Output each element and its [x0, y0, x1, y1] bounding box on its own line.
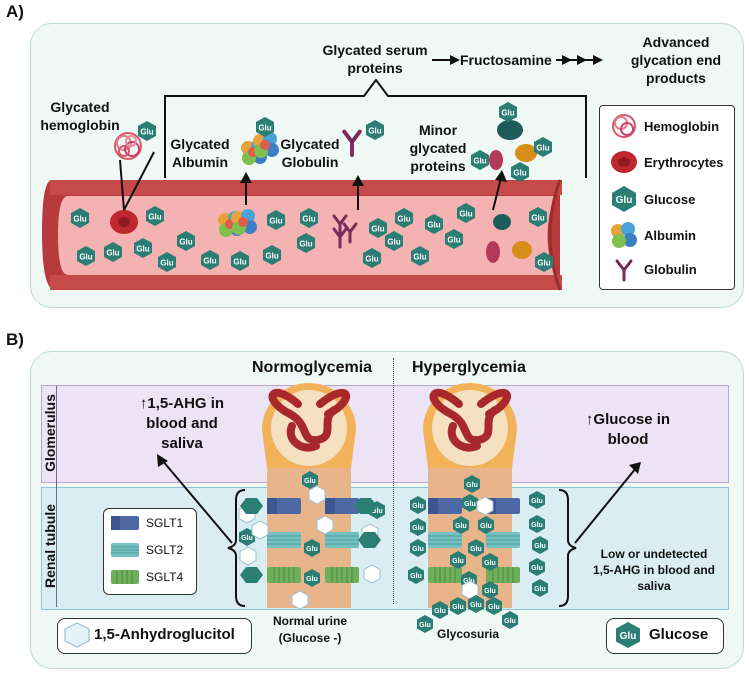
- globulin-icon: [615, 259, 633, 282]
- hyperglycemia-heading: Hyperglycemia: [412, 359, 526, 376]
- anhydroglucitol-icon: [64, 622, 90, 648]
- low-ahg-text: Low or undetected 1,5-AHG in blood and s…: [593, 547, 715, 593]
- sglt4-label: SGLT4: [146, 570, 184, 584]
- legend-label-hemoglobin: Hemoglobin: [644, 119, 720, 134]
- svg-text:Glu: Glu: [620, 631, 637, 642]
- glucose-legend-label: Glucose: [649, 626, 709, 643]
- panel-b-illustration: Glu: [157, 382, 641, 633]
- band-label-divider: [56, 386, 57, 607]
- glycated-albumin-label: Glycated Albumin: [170, 136, 230, 170]
- panel-a-legend-icons: Glu: [611, 114, 637, 282]
- sglt-legend-icons: [111, 516, 139, 584]
- glucose-icon: Glu: [616, 622, 640, 648]
- panel-b-label: B): [6, 330, 24, 349]
- anhydroglucitol-label: 1,5-Anhydroglucitol: [94, 626, 235, 643]
- panel-a-label: A): [6, 2, 24, 21]
- legend-label-glucose: Glucose: [644, 192, 696, 207]
- normoglycemia-heading: Normoglycemia: [252, 359, 373, 376]
- sglt2-icon: [111, 543, 139, 557]
- erythrocyte-icon: [611, 151, 637, 173]
- advanced-glycation-label: Advanced glycation end products: [630, 34, 722, 86]
- legend-label-globulin: Globulin: [644, 262, 697, 277]
- hemoglobin-icon: [612, 114, 636, 138]
- legend-label-albumin: Albumin: [644, 228, 696, 243]
- normal-urine-text: Normal urine (Glucose -): [272, 614, 347, 645]
- minor-glycated-proteins-label: Minor glycated proteins: [409, 122, 467, 174]
- sglt1-label: SGLT1: [146, 516, 184, 530]
- glycated-hemoglobin-label: Glycated hemoglobin: [40, 99, 120, 133]
- panel-a-illustration: Glu: [42, 55, 603, 291]
- ahg-increase-text: ↑1,5-AHG in blood and saliva: [139, 395, 225, 452]
- fructosamine-label: Fructosamine: [460, 52, 552, 68]
- legend-label-erythrocytes: Erythrocytes: [644, 155, 724, 170]
- sglt4-icon: [111, 570, 139, 584]
- albumin-icon: [611, 222, 637, 248]
- glycated-globulin-label: Glycated Globulin: [280, 136, 340, 170]
- svg-text:Glu: Glu: [616, 195, 633, 206]
- center-divider: [393, 358, 394, 604]
- glycosuria-text: Glycosuria: [437, 627, 500, 641]
- glomerulus-band: [41, 385, 729, 483]
- glucose-increase-text: ↑Glucose in blood: [585, 411, 671, 448]
- glycated-serum-proteins-label: Glycated serum proteins: [322, 42, 428, 76]
- glucose-icon: Glu: [612, 186, 636, 212]
- blood-vessel: [42, 179, 562, 291]
- sglt2-label: SGLT2: [146, 543, 184, 557]
